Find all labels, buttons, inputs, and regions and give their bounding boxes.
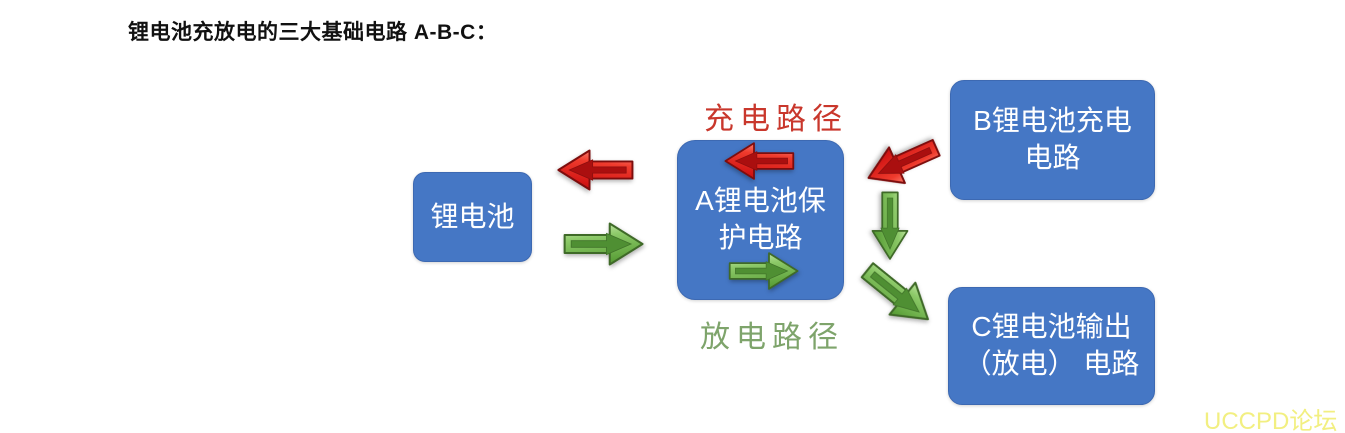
discharge-arrow-battery-to-protection-icon [563,220,645,268]
discharge-arrow-protection-down-icon [867,191,913,261]
watermark: UCCPD论坛 [1204,408,1338,433]
charge-arrow-protection-to-battery-icon [556,145,634,195]
node-output-circuit: C锂电池输出 （放电） 电路 [948,287,1155,405]
node-battery-label: 锂电池 [430,200,515,232]
discharge-path-label: 放电路径 [700,321,844,354]
charge-arrow-charger-to-protection-icon [857,126,947,200]
discharge-arrow-to-output-icon [852,251,945,338]
page-title: 锂电池充放电的三大基础电路 A-B-C： [128,21,498,44]
node-protection-label-line2: 护电路 [718,222,803,253]
charge-path-label: 充电路径 [704,103,848,136]
node-protection-label-line1: A锂电池保 [695,185,826,217]
node-charger-label-line2: 电路 [1024,142,1081,173]
charge-arrow-inside-protection-icon [723,141,795,181]
discharge-arrow-inside-protection-icon [725,251,803,291]
node-charger-circuit: B锂电池充电 电路 [950,80,1155,200]
node-battery: 锂电池 [413,172,532,262]
node-charger-label-line1: B锂电池充电 [973,105,1132,137]
node-output-label-line2: （放电） 电路 [963,348,1140,379]
node-output-label-line1: C锂电池输出 [971,311,1132,343]
